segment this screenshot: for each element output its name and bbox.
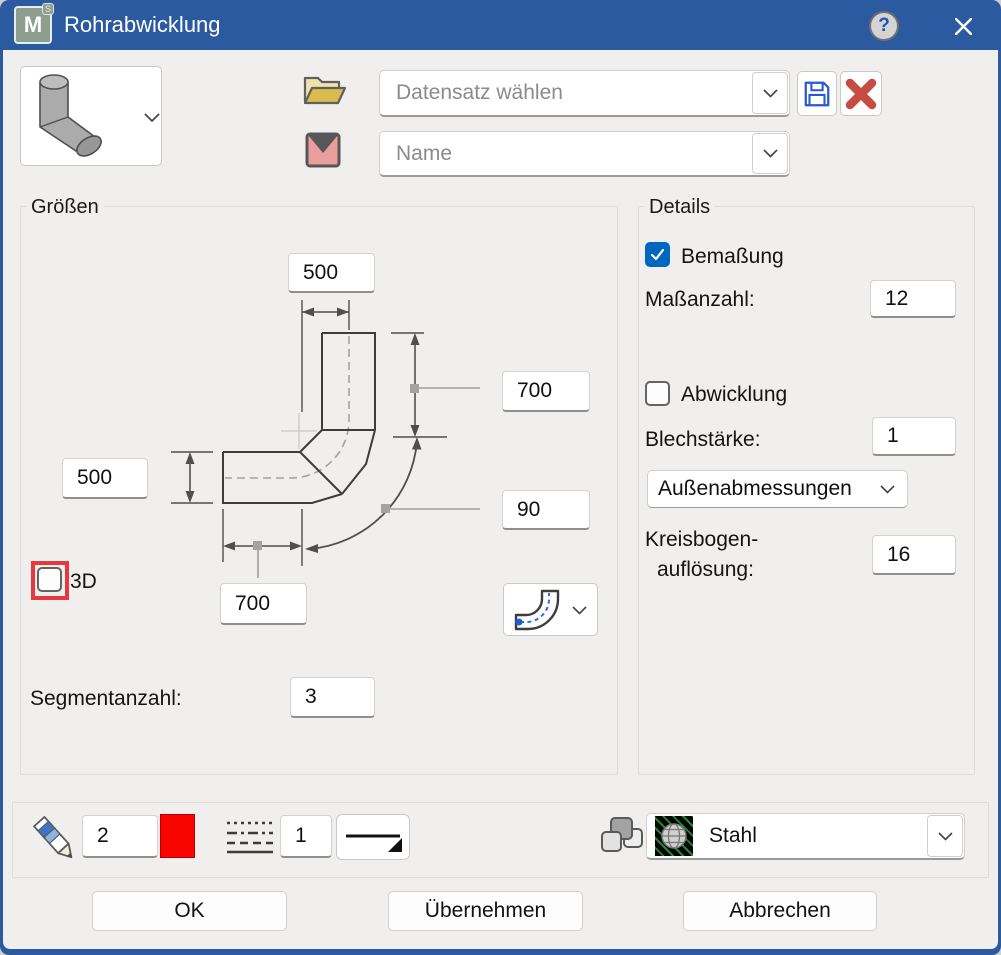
apply-button[interactable]: Übernehmen — [388, 891, 583, 931]
dataset-combobox[interactable]: Datensatz wählen — [379, 70, 790, 117]
close-button[interactable] — [947, 13, 979, 39]
app-icon: M S — [14, 3, 54, 44]
pen-width-input[interactable] — [82, 815, 158, 858]
length-bottom-input[interactable] — [220, 583, 307, 625]
folder-icon — [303, 76, 347, 105]
chevron-down-icon — [937, 831, 953, 841]
pipe-elbow-preview-icon — [39, 74, 102, 157]
ok-button[interactable]: OK — [92, 891, 287, 931]
3d-checkbox[interactable] — [37, 567, 62, 592]
abwicklung-checkbox[interactable] — [645, 381, 670, 406]
3d-checkbox-highlight — [31, 561, 69, 600]
massanzahl-input[interactable] — [870, 280, 956, 318]
length-right-input[interactable] — [502, 371, 590, 412]
line-preview-dropdown[interactable] — [336, 814, 410, 860]
chevron-down-icon — [572, 606, 587, 615]
groessen-group-label: Größen — [26, 196, 104, 219]
help-button[interactable]: ? — [869, 11, 899, 41]
chevron-down-icon — [144, 113, 160, 122]
kreisbogen-label-line2: auflösung: — [657, 558, 754, 581]
pen-color-swatch[interactable] — [160, 814, 195, 858]
line-style-icon — [227, 821, 273, 854]
name-placeholder: Name — [396, 141, 453, 165]
angle-input[interactable] — [502, 490, 590, 530]
groessen-group — [20, 206, 618, 775]
material-combobox[interactable]: Stahl — [646, 813, 965, 860]
diameter-left-input[interactable] — [62, 458, 148, 499]
save-icon — [804, 81, 830, 106]
segment-count-input[interactable] — [290, 677, 375, 718]
chevron-down-icon — [880, 484, 895, 494]
abwicklung-label: Abwicklung — [681, 383, 788, 406]
material-value: Stahl — [709, 824, 757, 847]
globe-icon — [661, 823, 687, 849]
pen-settings-button[interactable] — [28, 812, 80, 864]
material-hatch-swatch — [655, 816, 693, 856]
app-icon-badge: S — [41, 3, 54, 15]
name-marker-button[interactable] — [303, 131, 343, 169]
dimension-mode-combobox[interactable]: Außenabmessungen — [647, 470, 908, 508]
line-width-input[interactable] — [280, 815, 332, 858]
line-preview-icon — [346, 834, 402, 852]
kreisbogen-input[interactable] — [872, 535, 956, 575]
elbow-shape-icon — [514, 589, 560, 631]
app-icon-letter: M — [23, 12, 43, 37]
pencil-icon — [32, 815, 73, 859]
layers-icon — [601, 817, 643, 852]
question-icon: ? — [878, 15, 890, 36]
layer-button[interactable] — [598, 815, 646, 859]
mail-icon — [305, 132, 341, 168]
elbow-shape-dropdown[interactable] — [503, 583, 598, 636]
window-title: Rohrabwicklung — [64, 12, 221, 37]
name-dropdown-button[interactable] — [752, 133, 788, 174]
chevron-down-icon — [762, 149, 778, 158]
cancel-button[interactable]: Abbrechen — [683, 891, 877, 931]
dataset-dropdown-button[interactable] — [752, 72, 788, 114]
material-dropdown-button[interactable] — [927, 815, 963, 857]
attributes-toolbar — [12, 802, 989, 878]
length-top-input[interactable] — [288, 253, 375, 293]
open-dataset-button[interactable] — [301, 74, 349, 106]
check-icon — [650, 248, 665, 261]
segment-count-label: Segmentanzahl: — [30, 687, 182, 710]
blechstaerke-label: Blechstärke: — [645, 428, 761, 451]
chevron-down-icon — [762, 88, 778, 98]
bemassung-checkbox[interactable] — [645, 242, 670, 267]
delete-x-icon — [845, 78, 877, 109]
line-style-button[interactable] — [225, 818, 275, 858]
save-dataset-button[interactable] — [797, 71, 837, 116]
kreisbogen-label-line1: Kreisbogen- — [645, 528, 759, 551]
bemassung-label: Bemaßung — [681, 245, 784, 268]
details-group-label: Details — [644, 196, 716, 219]
details-group — [638, 206, 975, 775]
dataset-placeholder: Datensatz wählen — [396, 81, 563, 104]
pipe-type-dropdown[interactable] — [20, 66, 162, 166]
pipe-elbow-diagram — [171, 300, 480, 578]
name-combobox[interactable]: Name — [379, 131, 790, 177]
3d-checkbox-label: 3D — [70, 570, 97, 593]
dimension-mode-value: Außenabmessungen — [658, 477, 852, 500]
close-icon — [954, 17, 972, 35]
titlebar: M S Rohrabwicklung ? — [0, 0, 1001, 50]
massanzahl-label: Maßanzahl: — [645, 288, 755, 311]
delete-dataset-button[interactable] — [840, 71, 882, 116]
blechstaerke-input[interactable] — [872, 417, 956, 456]
